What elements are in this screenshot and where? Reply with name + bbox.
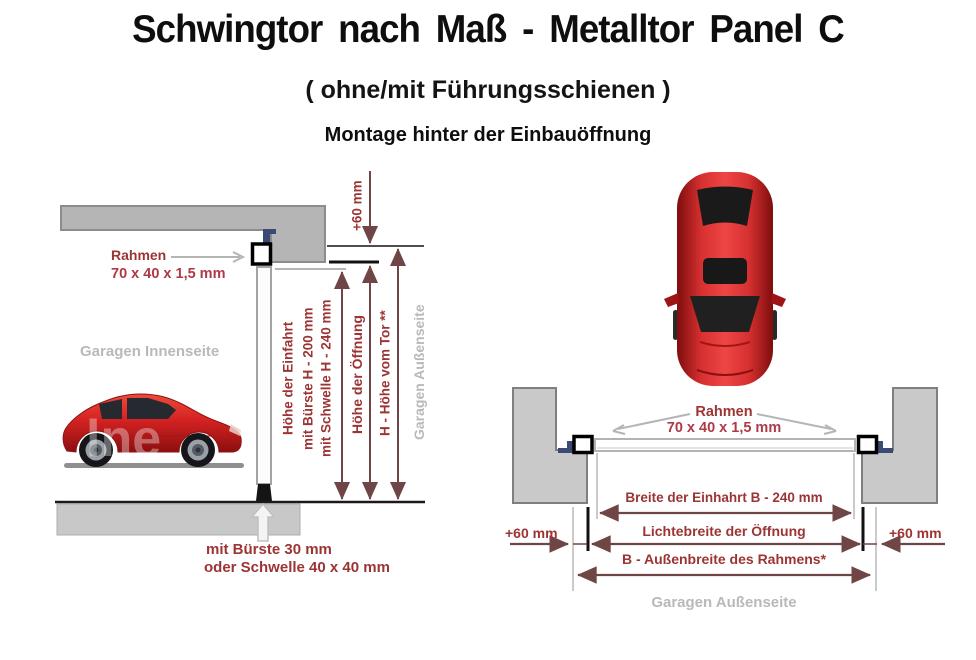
plus60-label-side: +60 mm: [349, 180, 365, 232]
door-brush-seal: [256, 484, 272, 501]
mounting-angle-side: [263, 229, 276, 244]
dim-hoehe-einfahrt-label-2: mit Bürste H - 200 mm: [300, 307, 316, 450]
page-title: Schwingtor nach Maß - Metalltor Panel C: [132, 8, 845, 51]
rahmen2-leader-right: [756, 413, 832, 430]
lintel-wall: [60, 205, 326, 263]
door-panel-side: [256, 266, 272, 485]
car-top-icon: [664, 172, 786, 386]
brush-note-label: mit Bürste 30 mm: [206, 541, 332, 558]
threshold-note-label: oder Schwelle 40 x 40 mm: [204, 559, 390, 576]
frame-profile-left: [572, 434, 594, 455]
side-frame-size-label: 70 x 40 x 1,5 mm: [111, 266, 226, 282]
mounting-note: Montage hinter der Einbauöffnung: [324, 124, 652, 146]
page-subtitle: ( ohne/mit Führungsschienen ): [305, 76, 671, 104]
dim-hoehe-einfahrt-label-1: Höhe der Einfahrt: [280, 321, 296, 436]
threshold-arrow-icon: [250, 502, 276, 542]
plus60-label-left: +60 mm: [505, 525, 558, 541]
top-frame-size-label: 70 x 40 x 1,5 mm: [666, 420, 782, 436]
rahmen2-arrowhead-right: [823, 424, 837, 435]
dim-hoehe-oeffnung-label: Höhe der Öffnung: [349, 315, 365, 435]
top-frame-label: Rahmen: [695, 404, 753, 420]
plus60-label-right: +60 mm: [889, 525, 942, 541]
dim-breite-einfahrt-label: Breite der Einhahrt B - 240 mm: [625, 490, 823, 505]
garage-inside-label: Garagen Innenseite: [80, 343, 220, 360]
car-side-icon: lne: [62, 393, 244, 468]
door-leaf-top-view: [594, 438, 856, 452]
rahmen2-leader-left: [617, 413, 691, 430]
rahmen2-arrowhead-left: [612, 424, 626, 435]
frame-profile-side: [250, 242, 273, 266]
dim-hoehe-einfahrt-label-3: mit Schwelle H - 240 mm: [318, 299, 334, 458]
garage-outside-label-side: Garagen Außenseite: [411, 304, 427, 441]
frame-profile-right: [856, 434, 879, 455]
side-frame-label: Rahmen: [111, 247, 167, 263]
dim-lichtbreite-label: Lichtebreite der Öffnung: [642, 523, 806, 539]
dim-hoehe-tor-label: H - Höhe vom Tor **: [377, 310, 393, 436]
garage-outside-label-bottom: Garagen Außenseite: [651, 594, 797, 611]
watermark-text: lne: [86, 410, 161, 468]
mounting-angle-right: [874, 441, 893, 453]
rahmen-leader-arrowhead: [232, 251, 246, 263]
dim-aussenbreite-label: B - Außenbreite des Rahmens*: [621, 551, 827, 567]
